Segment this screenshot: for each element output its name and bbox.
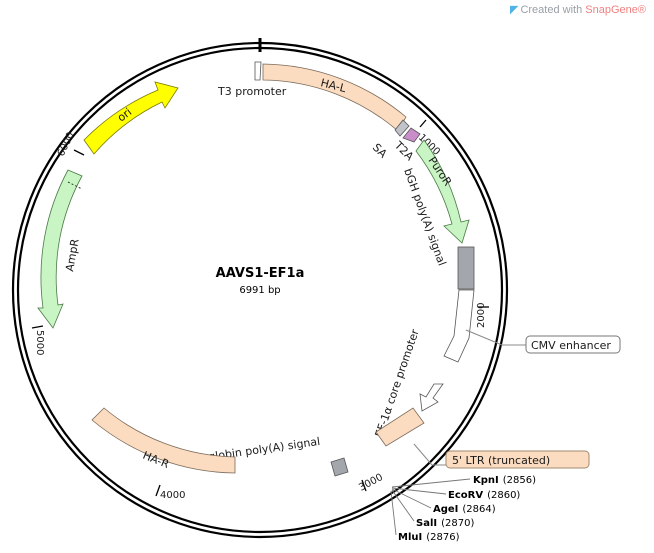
ltr-label: 5' LTR (truncated) (452, 454, 550, 467)
site-ecorv[interactable]: EcoRV (2860) (448, 490, 520, 501)
t2a-feature[interactable] (402, 127, 421, 143)
watermark-prefix: Created with (520, 4, 583, 16)
tick-label-2000: 2000 (476, 303, 487, 328)
bgh-polya-feature[interactable] (457, 246, 475, 290)
site-kpni[interactable]: KpnI (2856) (473, 475, 536, 486)
watermark-brand: SnapGene (585, 4, 638, 16)
watermark-mark: ® (637, 4, 646, 16)
mlui-line (390, 490, 397, 536)
site-kpni-pos: (2856) (503, 475, 536, 486)
cmv-enhancer-label: CMV enhancer (531, 339, 611, 352)
ef1a-promoter-feature[interactable] (419, 383, 444, 412)
t3-promoter-label: T3 promoter (217, 85, 287, 98)
site-agei-pos: (2864) (462, 504, 495, 515)
snapgene-logo-icon: ◤ (509, 4, 519, 16)
bglobin-polya-feature[interactable] (330, 457, 349, 477)
puror-feature[interactable] (415, 139, 470, 244)
site-sali[interactable]: SalI (2870) (416, 518, 474, 529)
sa-feature[interactable] (394, 119, 410, 137)
cmv-label-box (525, 335, 621, 354)
cmv-callout-line (465, 329, 526, 346)
tick-3000 (361, 479, 367, 492)
ltr-feature[interactable] (375, 407, 425, 447)
tick-label-4000: 4000 (160, 490, 185, 501)
t2a-label: T2A (391, 138, 416, 163)
site-agei[interactable]: AgeI (2864) (433, 504, 496, 515)
tick-4000 (155, 484, 161, 497)
site-callout-lines (390, 478, 471, 536)
site-sali-pos: (2870) (441, 518, 474, 529)
ampr-promoter-divider (67, 181, 83, 190)
site-mlui-name: MluI (398, 532, 422, 543)
ori-feature[interactable] (83, 81, 179, 155)
tick-label-5000: 5000 (34, 330, 45, 355)
ltr-label-box (445, 450, 590, 469)
ha-l-label: HA-L (319, 76, 348, 95)
t3-promoter-feature[interactable] (254, 61, 262, 81)
sa-label: SA (370, 141, 390, 161)
kpni-line (391, 478, 471, 488)
site-sali-name: SalI (416, 518, 437, 529)
watermark: ◤Created with SnapGene® (510, 3, 646, 16)
plasmid-length: 6991 bp (239, 285, 280, 296)
tick-label-6000: 6000 (56, 131, 77, 159)
cmv-enhancer-feature[interactable] (443, 289, 475, 363)
tick-label-3000: 3000 (357, 472, 385, 494)
tick-1000 (419, 119, 427, 128)
sali-line (391, 489, 415, 522)
tick-marks (31, 119, 489, 497)
ha-r-feature[interactable] (91, 407, 236, 474)
tick-6000 (73, 149, 85, 156)
tick-5000 (31, 325, 44, 329)
ampr-label: AmpR (63, 238, 82, 273)
plasmid-name: AAVS1-EF1a (216, 266, 305, 281)
ltr-callout-line (413, 443, 446, 466)
site-ecorv-pos: (2860) (487, 490, 520, 501)
ecorv-line (391, 487, 447, 495)
site-agei-name: AgeI (433, 504, 458, 515)
agei-line (391, 488, 432, 509)
site-kpni-name: KpnI (473, 475, 499, 486)
site-mlui-pos: (2876) (426, 532, 459, 543)
site-ecorv-name: EcoRV (448, 490, 483, 501)
site-mlui[interactable]: MluI (2876) (398, 532, 460, 543)
ampr-feature[interactable] (37, 169, 83, 329)
